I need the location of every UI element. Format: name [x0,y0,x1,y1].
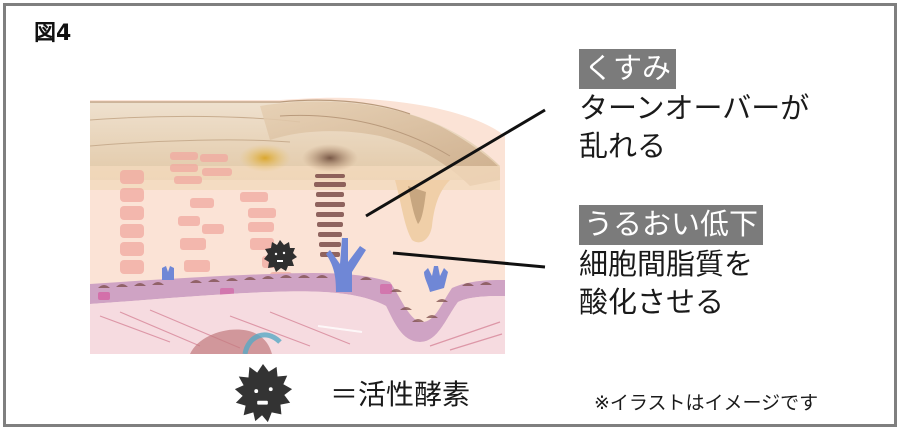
callout-dullness-line-2: 乱れる [579,129,667,163]
legend-text: ＝活性酵素 [330,378,471,411]
free-radical-icon [234,363,293,423]
tag-dullness: くすみ [579,49,677,89]
tag-moisture: うるおい低下 [579,205,764,245]
illustration-note: ※イラストはイメージです [594,392,819,414]
callout-moisture: うるおい低下 細胞間脂質を 酸化させる [579,205,764,321]
callout-dullness: くすみ ターンオーバーが 乱れる [579,49,809,165]
figure-title: 図4 [34,21,72,46]
callout-moisture-line-2: 酸化させる [579,285,725,319]
callout-dullness-line-1: ターンオーバーが [579,91,810,125]
legend: ＝活性酵素 [232,362,470,424]
callout-moisture-line-1: 細胞間脂質を [579,247,754,281]
skin-illustration [90,96,505,354]
